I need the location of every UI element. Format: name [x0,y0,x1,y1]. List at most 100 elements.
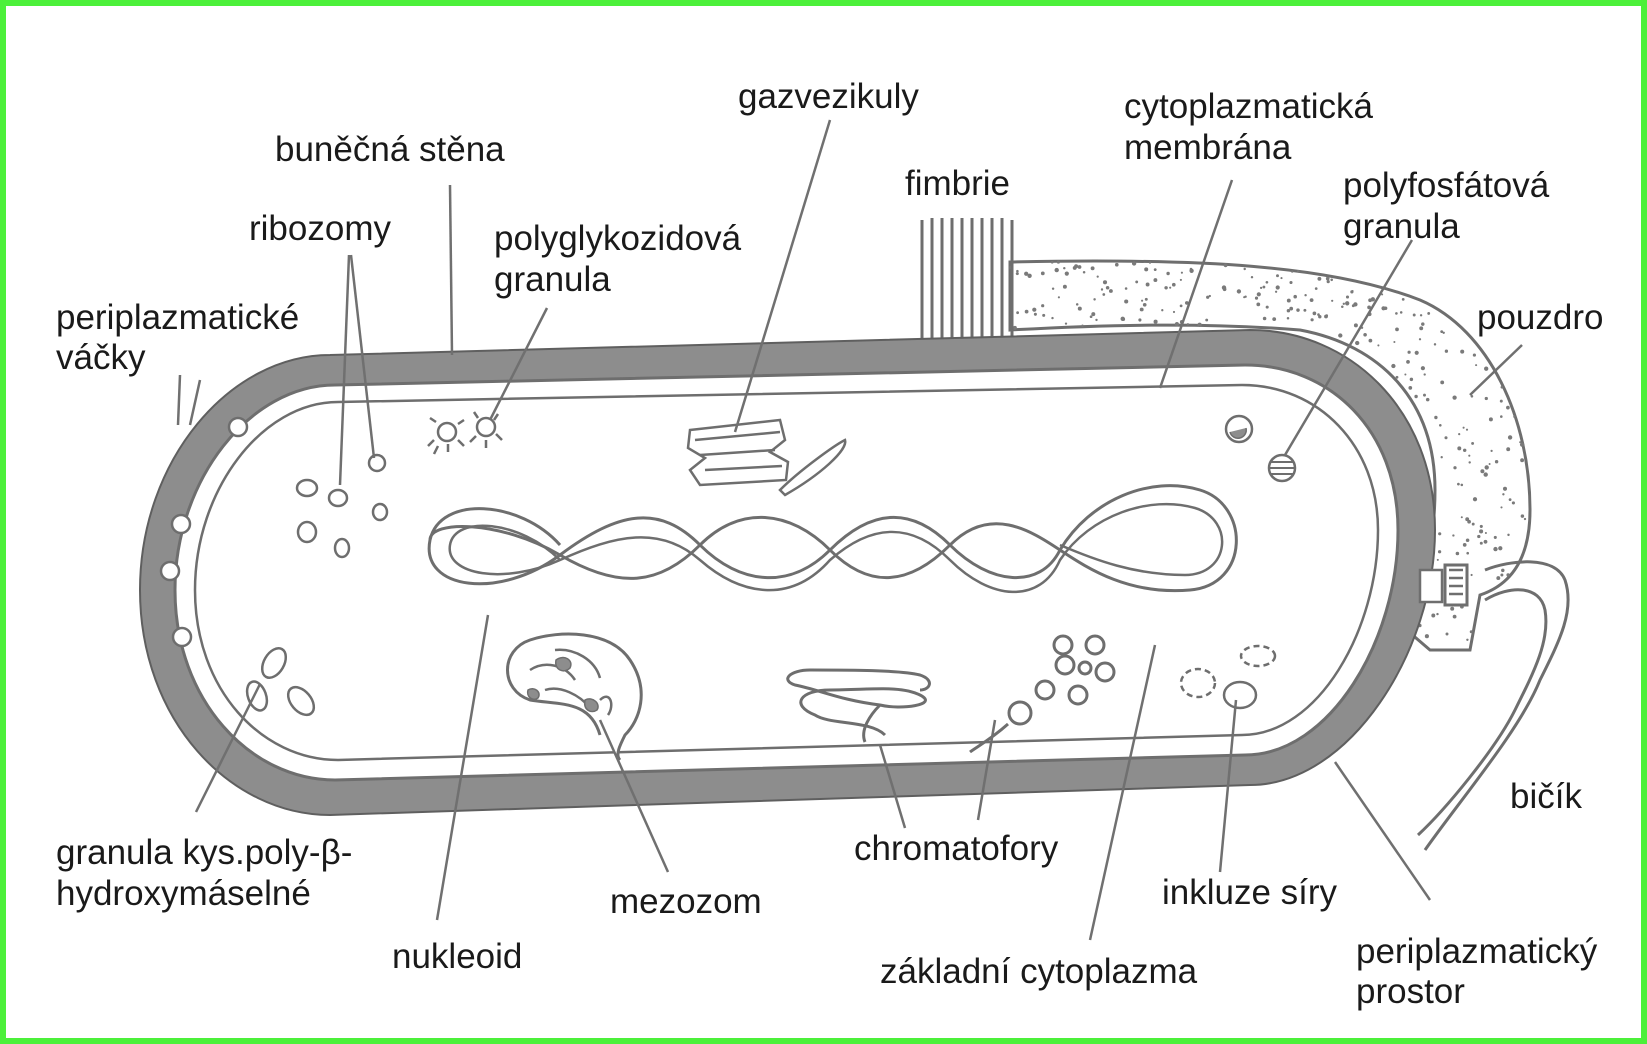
capsule-dot [1275,291,1277,293]
capsule-dot [1501,569,1504,572]
label-periplazmaticky-2: prostor [1356,972,1465,1011]
label-polyglykozidova-2: granula [494,260,611,299]
capsule-dot [1520,442,1524,446]
capsule-dot [1354,323,1358,327]
capsule-dot [1166,272,1169,275]
capsule-dot [1091,266,1095,270]
capsule-dot [1457,446,1461,450]
capsule-dot [1097,276,1099,278]
capsule-dot [1494,536,1497,539]
label-cytoplazmaticka-1: cytoplazmatická [1124,87,1374,126]
capsule-dot [1410,378,1413,381]
capsule-dot [1438,532,1441,535]
capsule-dot [1081,325,1083,327]
capsule-dot [1065,272,1069,276]
capsule-dot [1224,263,1228,267]
capsule-dot [1287,299,1291,303]
capsule-dot [1381,306,1385,310]
capsule-dot [1106,286,1110,290]
capsule-dot [1095,319,1097,321]
capsule-dot [1187,323,1189,325]
capsule-dot [1470,630,1473,633]
label-chromatofory: chromatofory [854,829,1059,868]
capsule-dot [1161,309,1163,311]
label-granula-phb-2: hydroxymáselné [56,874,311,913]
capsule-dot [1520,458,1524,462]
capsule-dot [1287,317,1290,320]
label-zakladni-cytoplazma: základní cytoplazma [880,952,1198,991]
label-ribozomy: ribozomy [249,209,391,248]
label-polyglykozidova-1: polyglykozidová [494,219,742,258]
capsule-dot [1506,447,1510,451]
capsule-dot [1109,289,1113,293]
capsule-dot [1420,314,1422,316]
capsule-dot [1041,304,1044,307]
capsule-dot [1289,307,1293,311]
capsule-dot [1255,297,1258,300]
capsule-dot [1144,267,1148,271]
capsule-dot [1424,373,1426,375]
capsule-dot [1452,395,1456,399]
capsule-dot [1276,285,1280,289]
capsule-dot [1280,277,1282,279]
capsule-dot [1501,386,1504,389]
capsule-dot [1296,308,1299,311]
label-bunecna-stena: buněčná stěna [275,130,505,169]
capsule-dot [1446,633,1449,636]
capsule-dot [1135,280,1138,283]
capsule-dot [1477,535,1480,538]
label-bicik: bičík [1510,777,1582,816]
capsule-dot [1331,300,1333,302]
capsule-dot [1324,315,1328,319]
capsule-dot [1262,286,1265,289]
capsule-dot [1173,311,1175,313]
capsule-dot [1197,323,1201,327]
capsule-dot [1485,465,1489,469]
capsule-dot [1032,308,1036,312]
capsule-dot [1115,263,1119,267]
capsule-dot [1327,280,1330,283]
capsule-dot [1468,461,1470,463]
capsule-dot [1078,307,1082,311]
capsule-dot [1016,272,1019,275]
capsule-dot [1426,398,1430,402]
capsule-dot [1489,417,1493,421]
capsule-dot [1509,498,1512,501]
capsule-dot [1434,343,1436,345]
capsule-dot [1091,312,1095,316]
capsule-dot [1371,297,1375,301]
capsule-dot [1493,547,1497,551]
capsule-dot [1436,613,1438,615]
label-fimbrie: fimbrie [905,164,1010,203]
capsule-dot [1484,472,1488,476]
capsule-dot [1318,315,1321,318]
capsule-dot [1125,287,1128,290]
capsule-dot [1272,317,1276,321]
capsule-dot [1074,264,1078,268]
capsule-dot [1343,303,1345,305]
capsule-dot [1419,326,1423,330]
capsule-dot [1169,287,1171,289]
capsule-dot [1415,351,1419,355]
capsule-dot [1452,534,1454,536]
capsule-dot [1440,380,1444,384]
capsule-dot [1402,298,1405,301]
capsule-dot [1330,279,1333,282]
capsule-dot [1289,281,1292,284]
capsule-dot [1484,367,1488,371]
capsule-dot [1315,287,1318,290]
capsule-dot [1353,302,1357,306]
capsule-dot [1427,312,1430,315]
capsule-dot [1395,312,1398,315]
capsule-dot [1355,341,1359,345]
capsule-dot [1508,435,1512,439]
capsule-dot [1090,315,1093,318]
capsule-dot [1143,303,1147,307]
capsule-dot [1502,493,1504,495]
capsule-dot [1164,286,1167,289]
capsule-dot [1102,293,1105,296]
capsule-dot [1434,416,1437,419]
capsule-dot [1244,296,1246,298]
capsule-dot [1521,514,1524,517]
capsule-dot [1500,400,1503,403]
